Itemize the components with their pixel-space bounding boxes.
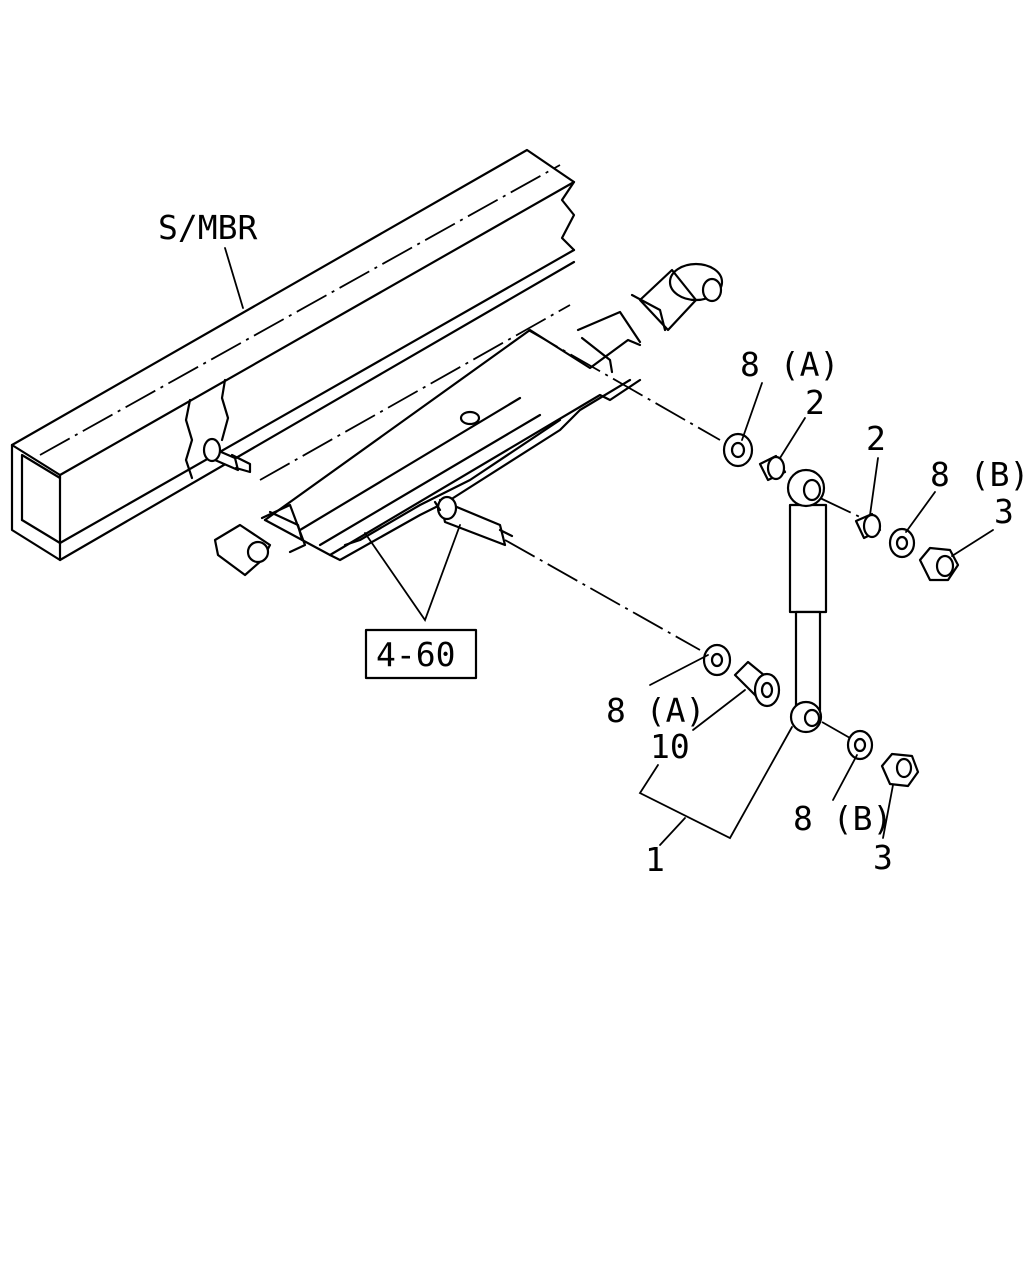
leader-washer-8b-upper	[905, 491, 936, 533]
nut-3-upper	[918, 546, 960, 582]
callout-washer-8a-upper: 8 (A)	[740, 345, 839, 384]
side-member-frame	[10, 148, 576, 562]
reference-box	[364, 628, 478, 680]
bushing-2-inner	[758, 454, 787, 482]
callout-shock-absorber-1: 1	[645, 840, 665, 879]
callout-nut-3-lower: 3	[873, 838, 893, 877]
callout-bushing-10: 10	[650, 727, 690, 766]
washer-8b-lower	[846, 729, 874, 761]
frame-label: S/MBR	[158, 208, 257, 247]
center-line-upper	[527, 329, 721, 441]
center-line-lower	[504, 539, 701, 651]
callout-bushing-2-outer: 2	[866, 419, 886, 458]
center-line-lower-right	[821, 721, 851, 739]
leaf-spring	[213, 262, 724, 577]
leader-nut-upper	[951, 529, 994, 557]
leader-bushing-outer	[869, 457, 879, 516]
callout-washer-8b-lower: 8 (B)	[793, 799, 892, 838]
nut-3-lower	[880, 752, 920, 788]
bushing-2-outer	[854, 512, 882, 540]
leader-washer-8a-upper	[741, 382, 763, 441]
leader-nut-lower	[882, 784, 894, 839]
reference-box-label: 4-60	[376, 635, 455, 674]
washer-8b-upper	[888, 527, 916, 559]
bushing-10	[733, 660, 781, 708]
leader-shock-1-tail	[659, 817, 686, 846]
center-line-upper-right	[819, 497, 861, 518]
callout-nut-3-upper: 3	[994, 492, 1014, 531]
callout-bushing-2-inner: 2	[805, 383, 825, 422]
leader-frame	[224, 247, 244, 309]
leader-ref-box	[364, 524, 461, 622]
washer-8a-upper	[722, 432, 754, 468]
leader-bushing-inner	[779, 417, 806, 459]
leader-bushing-10	[692, 689, 746, 731]
leader-washer-8b-lower	[832, 754, 858, 801]
leader-shock-1	[638, 726, 793, 840]
washer-8a-lower	[702, 643, 732, 677]
shock-absorber	[786, 468, 828, 734]
callout-washer-8a-lower: 8 (A)	[606, 691, 705, 730]
leader-washer-8a-lower	[649, 654, 709, 686]
callout-washer-8b-upper: 8 (B)	[930, 455, 1024, 494]
